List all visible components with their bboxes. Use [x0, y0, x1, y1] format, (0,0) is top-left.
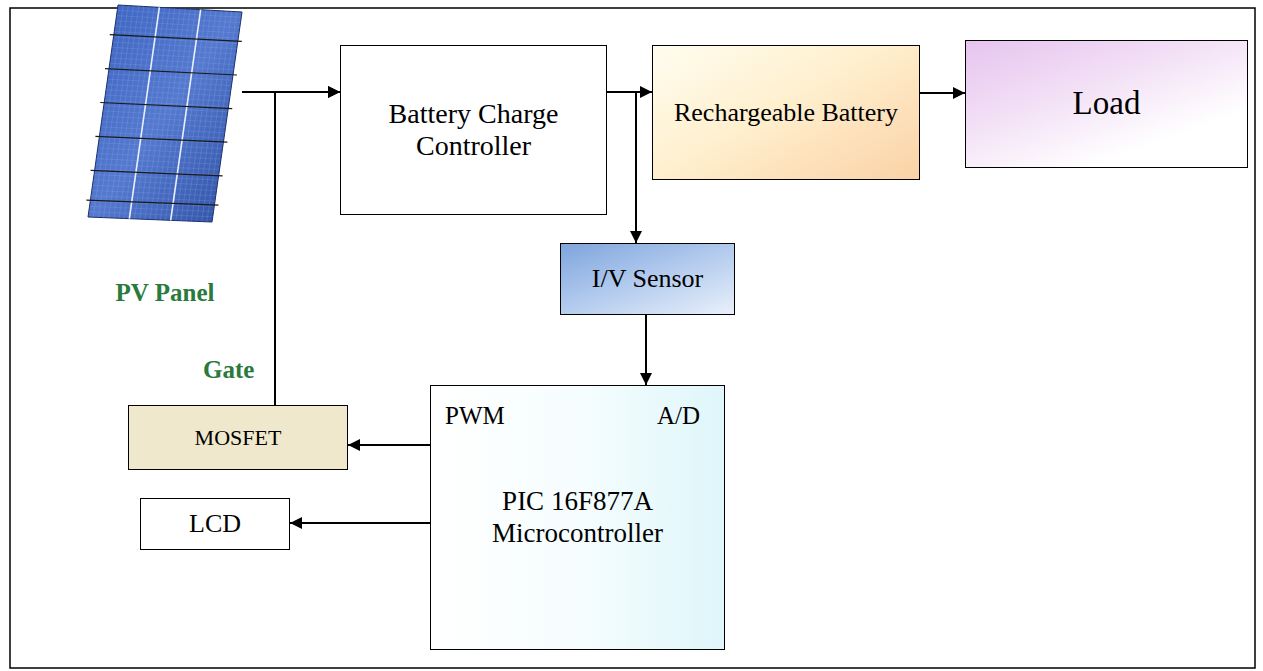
pin-label: A/D: [657, 402, 700, 431]
mosfet-box: MOSFET: [128, 405, 348, 470]
pin-label: PWM: [445, 402, 505, 431]
node-label: PV Panel: [116, 279, 215, 308]
signal-label: Gate: [203, 356, 254, 384]
panel-texture: [89, 5, 242, 222]
connector-arrow: [290, 522, 430, 524]
panel-body: [88, 5, 242, 222]
microcontroller-box: PWM A/D PIC 16F877A Microcontroller: [430, 385, 725, 650]
battery-box: Rechargeable Battery: [652, 45, 920, 180]
panel-grid: [86, 7, 241, 220]
node-label: I/V Sensor: [592, 264, 703, 294]
sensor-box: I/V Sensor: [560, 243, 735, 315]
charge-controller-box: Battery Charge Controller: [340, 45, 607, 215]
node-label: Load: [1073, 85, 1141, 123]
node-label: PIC 16F877A Microcontroller: [441, 486, 714, 548]
node-label: Rechargeable Battery: [674, 98, 898, 128]
connector-arrow: [645, 315, 647, 385]
connector-arrow: [920, 92, 965, 94]
lcd-box: LCD: [140, 498, 290, 550]
connector-arrow: [348, 444, 430, 446]
pv-panel-illustration: [80, 2, 250, 232]
node-label: Battery Charge Controller: [349, 98, 598, 162]
solar-panel: PV Panel: [80, 2, 250, 308]
connector-arrow: [607, 92, 636, 243]
node-label: MOSFET: [195, 425, 282, 450]
connector-arrow: [275, 92, 340, 405]
frame-border: [10, 8, 1255, 668]
load-box: Load: [965, 40, 1248, 168]
node-label: LCD: [189, 509, 241, 539]
